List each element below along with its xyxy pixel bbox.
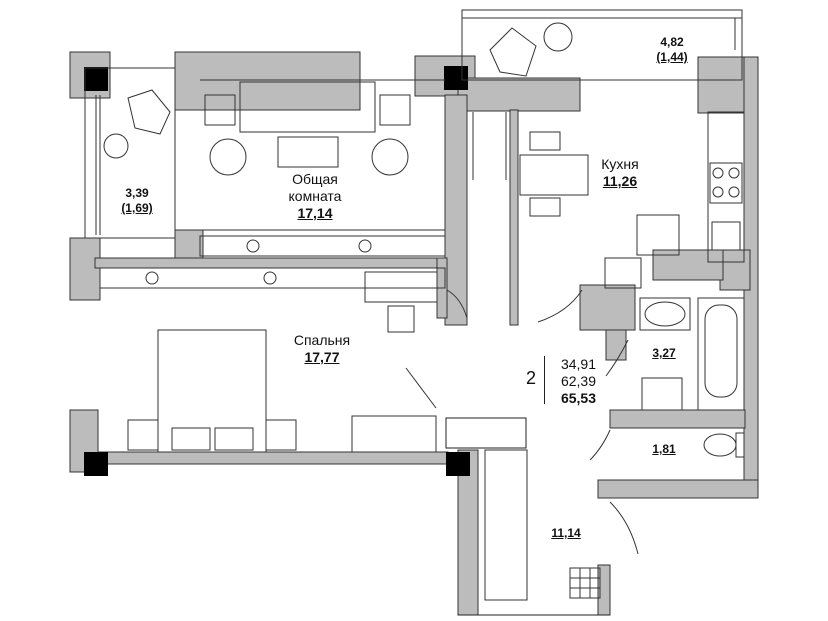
chair (387, 305, 415, 333)
counter (707, 111, 745, 263)
walls (69, 51, 759, 616)
living-furniture (199, 79, 446, 257)
armchair-icon (489, 27, 537, 77)
bathroom-area: 3,27 (652, 346, 676, 360)
toilet-area: 1,81 (652, 442, 676, 456)
balcony-left-area: 3,39 (125, 186, 149, 200)
armchair-icon (371, 138, 409, 176)
living-area-total: 34,91 (560, 356, 596, 372)
room-label-living: Общая комната 17,14 (270, 171, 360, 222)
living-name-2: комната (288, 188, 342, 204)
bedroom-area: 17,77 (304, 349, 340, 365)
total-area-with-balconies: 65,53 (560, 390, 596, 406)
nightstand (265, 419, 297, 451)
bathroom-furniture (605, 297, 745, 411)
washbasin (639, 297, 691, 331)
table-icon (543, 22, 573, 52)
balcony-top (461, 9, 743, 81)
shelf (99, 267, 446, 289)
wall-outlines (445, 417, 610, 616)
nightstand (127, 419, 159, 451)
room-label-balcony-top: 4,82 (1,44) (645, 35, 699, 65)
balcony-left-reduced: (1,69) (121, 201, 153, 215)
stove (709, 162, 743, 204)
balcony-top-area: 4,82 (660, 35, 684, 49)
washing-machine (641, 377, 683, 411)
room-label-toilet: 1,81 (646, 442, 682, 457)
armchair-icon (209, 138, 247, 176)
chair (529, 131, 561, 151)
desk (364, 271, 438, 303)
table-icon (103, 133, 129, 159)
armchair-icon (127, 89, 171, 135)
wardrobe (351, 415, 437, 453)
rooms-count: 2 (526, 368, 537, 388)
tv-stand (199, 235, 446, 257)
toilet-furniture (589, 429, 745, 461)
dining-table (519, 154, 589, 196)
kitchen-furniture (446, 111, 745, 323)
chair (529, 197, 561, 217)
columns (84, 66, 470, 476)
bathtub (697, 297, 745, 411)
kitchen-name: Кухня (601, 156, 639, 172)
balcony-left (84, 67, 176, 239)
living-name: Общая (292, 171, 338, 187)
balcony-top-reduced: (1,44) (656, 50, 688, 64)
kitchen-area: 11,26 (602, 173, 638, 189)
shoe-rack (569, 567, 601, 599)
hall-furniture (484, 449, 639, 601)
room-label-hall: 11,14 (544, 526, 588, 541)
bedroom-name: Спальня (293, 332, 351, 348)
hall-area: 11,14 (551, 526, 581, 540)
bed (157, 329, 267, 453)
boiler (604, 257, 642, 289)
bedroom-furniture (99, 267, 446, 453)
room-label-bathroom: 3,27 (646, 346, 682, 361)
room-label-bedroom: Спальня 17,77 (282, 332, 362, 366)
toilet-icon (703, 433, 737, 457)
room-label-kitchen: Кухня 11,26 (590, 156, 650, 190)
sofa (239, 81, 376, 133)
wardrobe (484, 449, 528, 601)
total-area: 62,39 (560, 373, 596, 389)
coffee-table (277, 136, 339, 168)
living-area: 17,14 (297, 205, 333, 221)
sink (711, 221, 741, 251)
room-label-balcony-left: 3,39 (1,69) (110, 186, 164, 216)
fridge (636, 214, 680, 256)
area-summary: 2 34,91 62,39 65,53 (516, 354, 596, 406)
